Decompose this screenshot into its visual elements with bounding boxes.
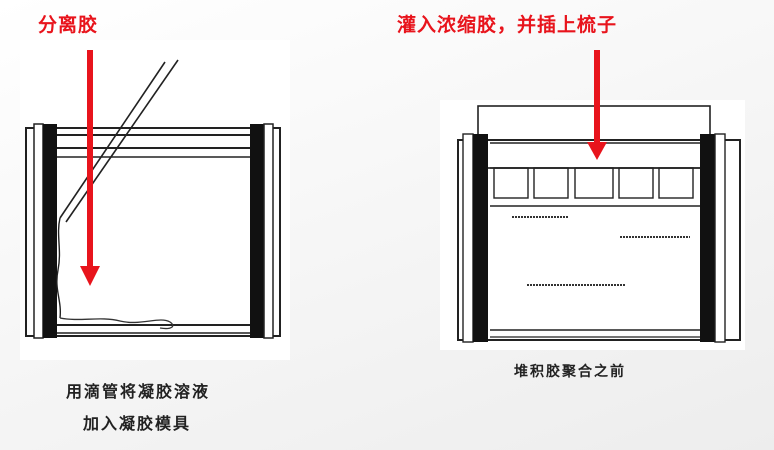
left-caption-line-1: 用滴管将凝胶溶液 <box>66 382 211 401</box>
comb-teeth <box>493 167 694 199</box>
right-arrow-shaft <box>594 50 600 144</box>
right-spacer-outer <box>263 123 274 339</box>
pipette-edge-2 <box>65 59 179 223</box>
right-right-spacer-black <box>700 134 715 342</box>
comb-tooth <box>493 167 529 199</box>
comb-tooth <box>618 167 654 199</box>
right-gel-mold <box>440 100 745 350</box>
right-left-spacer-black <box>473 134 488 342</box>
pipette-tip <box>56 217 62 319</box>
right-step-title: 灌入浓缩胶，并插上梳子 <box>397 14 618 36</box>
gel-solution-surface <box>59 317 174 330</box>
right-right-spacer-outer <box>714 133 726 343</box>
comb-tooth <box>658 167 694 199</box>
pipette-edge-1 <box>59 61 166 219</box>
right-left-spacer-outer <box>462 133 474 343</box>
comb-tooth <box>533 167 569 199</box>
left-arrow <box>80 50 100 286</box>
left-outer-frame <box>25 127 281 337</box>
right-caption: 堆积胶聚合之前 <box>514 364 626 380</box>
left-arrow-shaft <box>87 50 93 268</box>
left-spacer-black <box>43 124 57 338</box>
left-spacer-outer <box>33 123 44 339</box>
comb-tooth <box>574 167 614 199</box>
left-step-title: 分离胶 <box>38 14 99 36</box>
right-spacer-black <box>250 124 264 338</box>
right-paper-area <box>440 100 745 350</box>
right-arrow-head <box>587 142 607 160</box>
left-caption-line-2: 加入凝胶模具 <box>83 414 192 433</box>
left-gel-mold <box>20 40 290 360</box>
left-arrow-head <box>80 266 100 286</box>
right-arrow <box>587 50 607 160</box>
